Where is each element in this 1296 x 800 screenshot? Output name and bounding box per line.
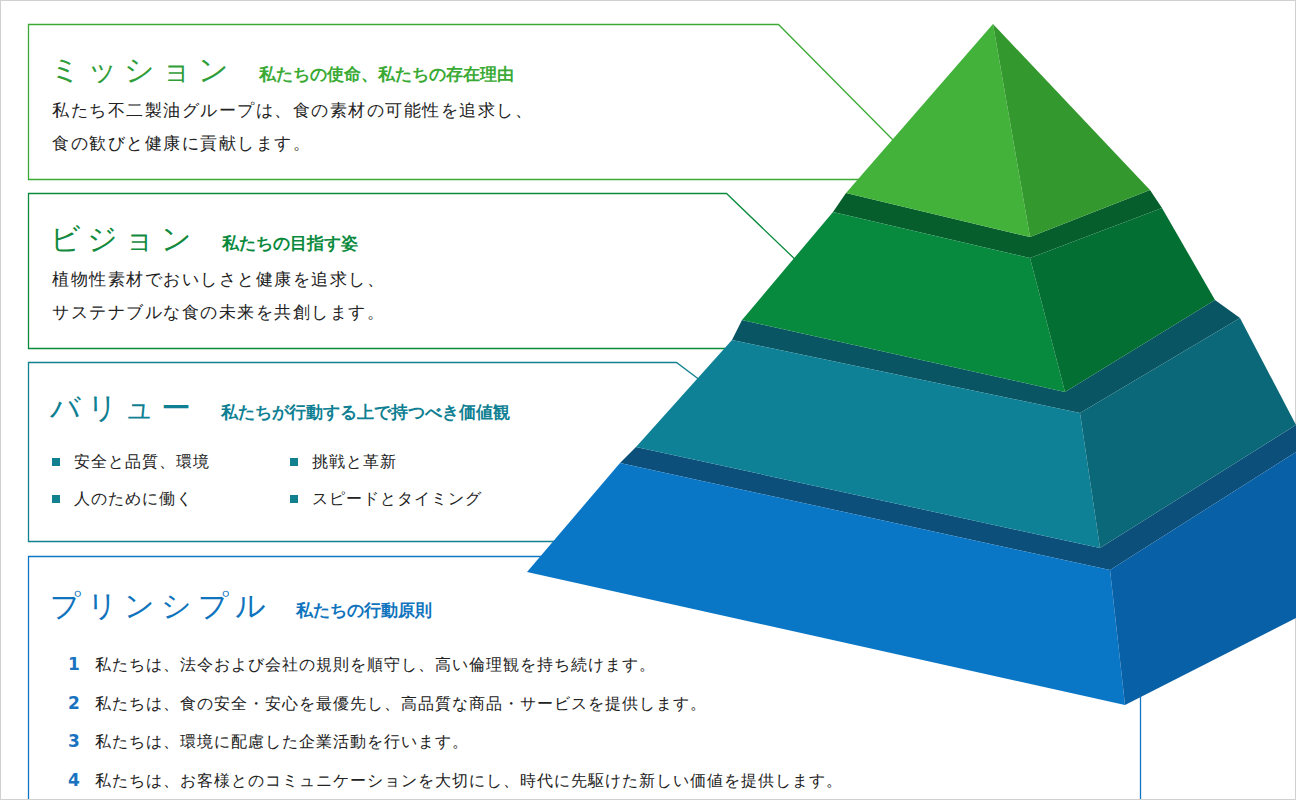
section-heading: バリュー <box>50 390 197 426</box>
principle-row: 4私たちは、お客様とのコミュニケーションを大切にし、時代に先駆けた新しい価値を提… <box>68 761 843 800</box>
item-number: 4 <box>68 761 95 800</box>
box-border <box>29 557 1141 800</box>
box-header: バリュー私たちが行動する上で持つべき価値観 <box>50 390 510 430</box>
section-heading: プリンシプル <box>50 588 272 624</box>
principle-text: 私たちは、法令および会社の規則を順守し、高い倫理観を持ち続けます。 <box>95 646 656 685</box>
principle-row: 1私たちは、法令および会社の規則を順守し、高い倫理観を持ち続けます。 <box>68 645 843 684</box>
principle-row: 2私たちは、食の安全・安心を最優先し、高品質な商品・サービスを提供します。 <box>68 684 843 723</box>
box-border <box>29 194 801 349</box>
value-item: スピードとタイミング <box>290 482 550 516</box>
principle-row: 3私たちは、環境に配慮した企業活動を行います。 <box>68 722 843 761</box>
principle-text: 私たちは、食の安全・安心を最優先し、高品質な商品・サービスを提供します。 <box>95 685 707 724</box>
tier-side <box>993 24 1150 237</box>
tier-face <box>742 212 1065 392</box>
section-subtitle: 私たちの行動原則 <box>296 592 432 628</box>
section-subtitle: 私たちが行動する上で持つべき価値観 <box>221 394 510 430</box>
principle-list: 1私たちは、法令および会社の規則を順守し、高い倫理観を持ち続けます。2私たちは、… <box>68 645 843 799</box>
tier-side <box>1030 208 1215 392</box>
section-subtitle: 私たちの使命、私たちの存在理由 <box>259 56 514 92</box>
value-item: 挑戦と革新 <box>290 445 550 479</box>
statement-text: 私たち不二製油グループは、食の素材の可能性を追求し、 食の歓びと健康に貢献します… <box>52 94 622 160</box>
statement-box: ビジョン私たちの目指す姿植物性素材でおいしさと健康を追求し、 サステナブルな食の… <box>28 193 798 349</box>
item-number: 3 <box>68 722 95 761</box>
box-border <box>29 25 894 180</box>
statement-box: バリュー私たちが行動する上で持つべき価値観安全と品質、環境挑戦と革新人のために働… <box>28 362 698 542</box>
value-item: 人のために働く <box>52 482 290 516</box>
statement-box: プリンシプル私たちの行動原則 1私たちは、法令および会社の規則を順守し、高い倫理観… <box>28 556 1140 800</box>
section-heading: ミッション <box>50 52 235 88</box>
principle-text: 私たちは、環境に配慮した企業活動を行います。 <box>95 723 469 762</box>
value-item: 安全と品質、環境 <box>52 445 290 479</box>
value-list: 安全と品質、環境挑戦と革新人のために働くスピードとタイミング <box>52 445 550 516</box>
section-subtitle: 私たちの目指す姿 <box>222 225 358 261</box>
box-header: ビジョン私たちの目指す姿 <box>50 221 358 261</box>
item-number: 2 <box>68 684 95 723</box>
statement-box: ミッション私たちの使命、私たちの存在理由私たち不二製油グループは、食の素材の可能… <box>28 24 898 180</box>
box-header: ミッション私たちの使命、私たちの存在理由 <box>50 52 514 92</box>
box-header: プリンシプル私たちの行動原則 <box>50 588 432 628</box>
statement-text: 植物性素材でおいしさと健康を追求し、 サステナブルな食の未来を共創します。 <box>52 263 622 329</box>
item-number: 1 <box>68 645 95 684</box>
principle-text: 私たちは、お客様とのコミュニケーションを大切にし、時代に先駆けた新しい価値を提供… <box>95 762 843 800</box>
section-heading: ビジョン <box>50 221 198 257</box>
box-border <box>29 363 701 542</box>
